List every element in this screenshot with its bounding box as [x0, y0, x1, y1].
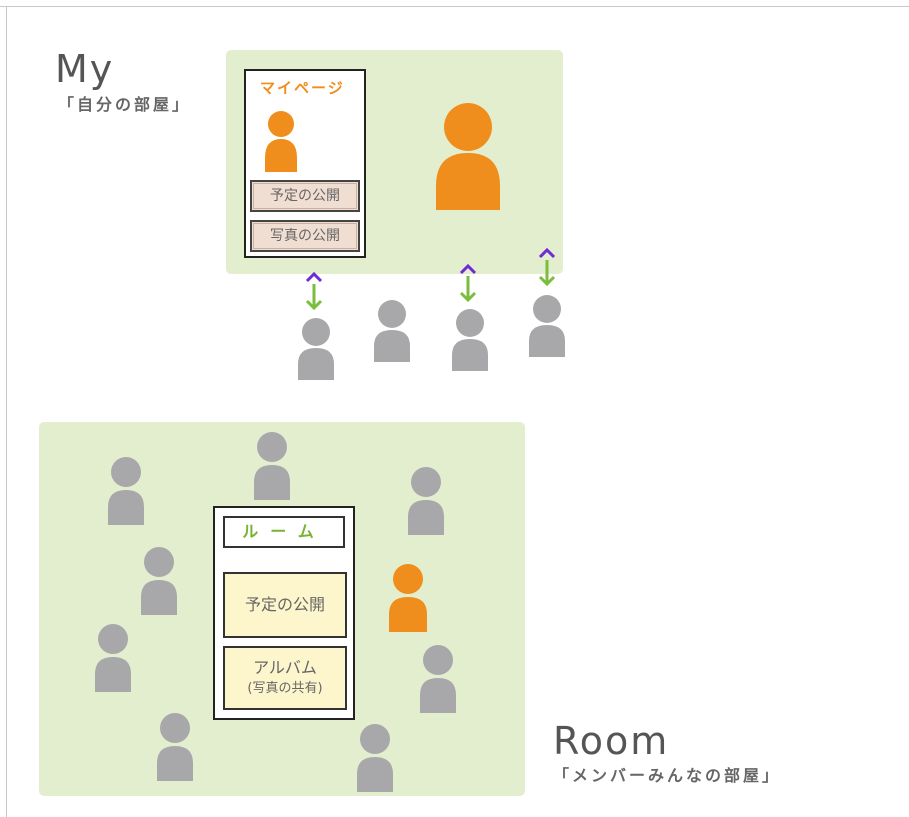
member-person-icon	[108, 457, 144, 525]
my-subheading: 「自分の部屋」	[58, 95, 192, 114]
owner-small-person-icon	[265, 111, 297, 172]
visitor-person-icon	[529, 295, 565, 357]
frame-top-border	[0, 6, 909, 7]
visitor-person-icon	[374, 300, 410, 362]
member-person-icon	[420, 645, 456, 713]
publish-photos-button[interactable]: 写真の公開	[250, 220, 360, 252]
room-album-sublabel: (写真の共有)	[247, 681, 323, 696]
room-schedule-label: 予定の公開	[244, 595, 325, 614]
visitor-person-icon	[298, 318, 334, 380]
visitor-person-icon	[452, 309, 488, 371]
member-person-icon	[408, 467, 444, 535]
my-page-title: マイページ	[260, 79, 345, 97]
member-person-icon	[254, 432, 290, 500]
arrow-3-bidirectional-arrow-icon	[538, 247, 556, 287]
room-card: ルーム 予定の公開 アルバム (写真の共有)	[213, 506, 355, 720]
member-person-icon	[357, 724, 393, 792]
room-subheading: 「メンバーみんなの部屋」	[553, 766, 782, 785]
arrow-2-bidirectional-arrow-icon	[459, 263, 477, 303]
room-heading: Room	[553, 719, 670, 763]
frame-left-border	[6, 6, 7, 817]
member-person-icon	[95, 624, 131, 692]
member-person-icon	[141, 547, 177, 615]
publish-schedule-button[interactable]: 予定の公開	[250, 180, 360, 212]
member-person-icon	[157, 713, 193, 781]
room-schedule-button[interactable]: 予定の公開	[223, 572, 347, 638]
arrow-1-bidirectional-arrow-icon	[305, 271, 323, 311]
room-title: ルーム	[223, 516, 345, 548]
my-page-card: マイページ 予定の公開 写真の公開	[244, 69, 366, 258]
room-album-label: アルバム	[253, 658, 317, 677]
highlighted-member-person-icon	[389, 564, 427, 632]
room-album-button[interactable]: アルバム (写真の共有)	[223, 646, 347, 710]
my-heading: My	[55, 47, 115, 91]
owner-large-person-icon	[436, 103, 500, 210]
